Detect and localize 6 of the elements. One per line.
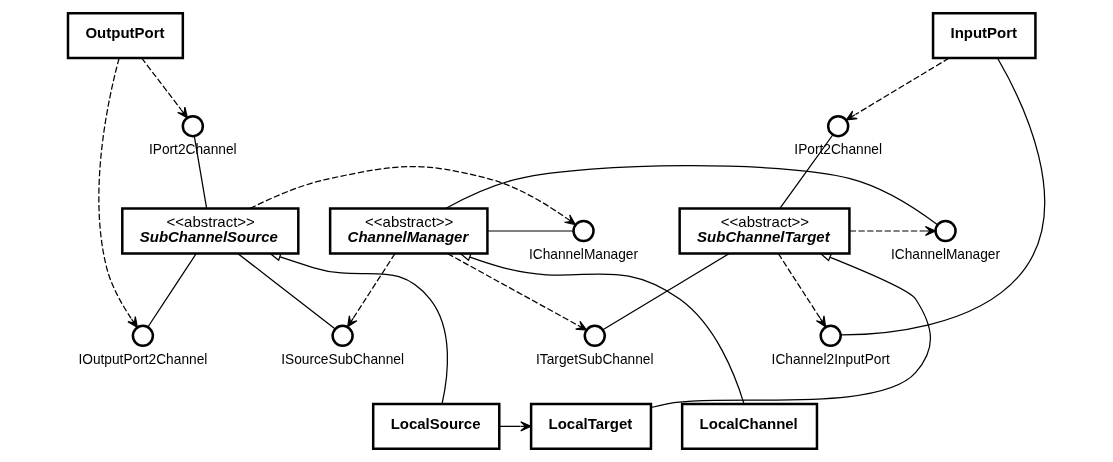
node-label: IChannelManager — [529, 246, 639, 262]
node-label: IChannel2InputPort — [771, 351, 890, 367]
node-label: IChannelManager — [891, 246, 1001, 262]
node-label: ISourceSubChannel — [281, 351, 405, 367]
node-label: IOutputPort2Channel — [78, 351, 208, 367]
node-label: ITargetSubChannel — [536, 351, 654, 367]
